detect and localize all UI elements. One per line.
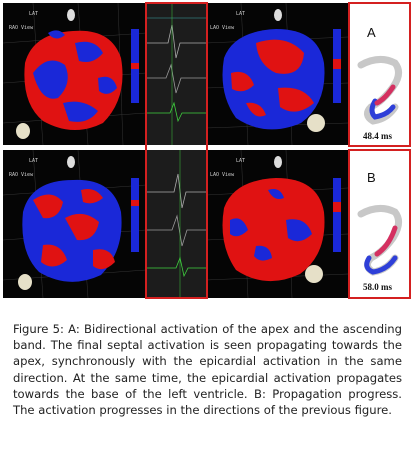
view-tag-a-right: LAT [236, 11, 246, 17]
panel-a-side: A 48.4 ms [349, 3, 410, 145]
orientation-head-icon-b-right [274, 156, 282, 168]
orientation-heart-icon [16, 123, 30, 139]
orientation-head-icon [67, 9, 75, 21]
view-label-a-left: RAO View [9, 25, 34, 31]
orientation-heart-icon-b-right [305, 265, 323, 283]
orientation-head-icon-b-left [67, 156, 75, 168]
orientation-heart-icon-b-left [18, 274, 32, 290]
orientation-head-icon-a-right [274, 9, 282, 21]
panel-b-ecg-strip [146, 150, 206, 298]
view-tag-b-right: LAT [236, 158, 246, 164]
figure-5: LAT RAO View [3, 2, 411, 299]
figure-caption: Figure 5: A: Bidirectional activation of… [13, 322, 402, 418]
panel-b-letter: B [367, 170, 376, 185]
heart-map-b-right [206, 150, 348, 298]
heart-map-a-left [3, 3, 146, 145]
frame-ecg-strip [145, 2, 208, 299]
heart-map-b-left [3, 150, 146, 298]
frame-b-side [348, 149, 411, 299]
time-label-a: 48.4 ms [363, 131, 392, 141]
frame-a-side [348, 2, 411, 147]
view-tag-b-left: LAT [29, 158, 39, 164]
panel-b-right-map: LAT LAO View [206, 150, 348, 298]
panel-a-ecg-strip [146, 3, 206, 145]
panel-b-left-map: LAT RAO View [3, 150, 146, 298]
time-label-b: 58.0 ms [363, 282, 392, 292]
panel-b-side: B 58.0 ms [349, 150, 410, 298]
helical-band-b [357, 205, 402, 276]
ecg-traces-a [146, 3, 206, 145]
orientation-heart-icon-a-right [307, 114, 325, 132]
panel-a-left-map: LAT RAO View [3, 3, 146, 145]
panel-a-letter: A [367, 25, 376, 40]
view-label-a-right: LAO View [210, 25, 235, 31]
view-label-b-right: LAO View [210, 172, 235, 178]
view-tag-a-left: LAT [29, 11, 39, 17]
helical-band-a [357, 56, 402, 125]
heart-map-a-right [206, 3, 348, 145]
panel-a-right-map: LAT LAO View [206, 3, 348, 145]
view-label-b-left: RAO View [9, 172, 34, 178]
ecg-traces-b [146, 150, 206, 298]
